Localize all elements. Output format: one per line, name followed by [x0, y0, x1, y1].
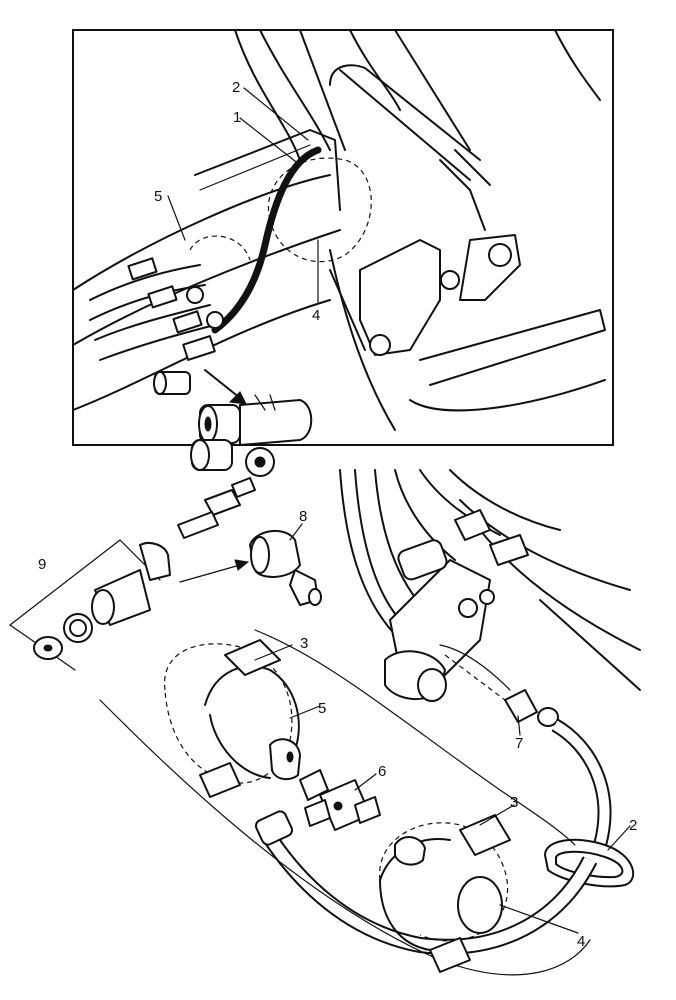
callout-9: 9 [38, 556, 46, 573]
callout-5-top: 5 [154, 188, 162, 205]
valve-manifold [339, 469, 641, 702]
callout-4-top: 4 [312, 307, 320, 324]
callout-4: 4 [577, 933, 585, 950]
connector-part-8 [249, 529, 322, 606]
part-8-arrow [179, 559, 250, 583]
callout-3b: 3 [510, 794, 518, 811]
accumulator-part-4 [379, 814, 511, 973]
callout-1-top: 1 [233, 109, 241, 126]
hose-bundle [89, 257, 224, 395]
accumulator-part-5 [164, 639, 301, 798]
hose-highlight [211, 146, 322, 334]
lower-hose [254, 810, 598, 955]
accumulator-bay-outline [99, 629, 591, 976]
tee-fitting-part-6 [299, 769, 381, 831]
leader-lines [167, 87, 631, 934]
detail-arrow [204, 369, 247, 405]
valve-assembly-9 [9, 539, 171, 671]
callout-2-top: 2 [232, 79, 240, 96]
callout-3a: 3 [300, 635, 308, 652]
callout-6: 6 [378, 763, 386, 780]
boom-structure [72, 29, 606, 431]
callout-labels: 2 1 5 4 8 9 3 5 6 7 3 2 4 [38, 79, 637, 950]
callout-7: 7 [515, 735, 523, 752]
fitting-part-7 [444, 654, 559, 727]
accumulator-hidden-outline [189, 157, 372, 263]
callout-8: 8 [299, 508, 307, 525]
coupling-exploded-view [177, 394, 313, 539]
callout-5: 5 [318, 700, 326, 717]
callout-2: 2 [629, 817, 637, 834]
hose-to-clip [551, 718, 612, 847]
